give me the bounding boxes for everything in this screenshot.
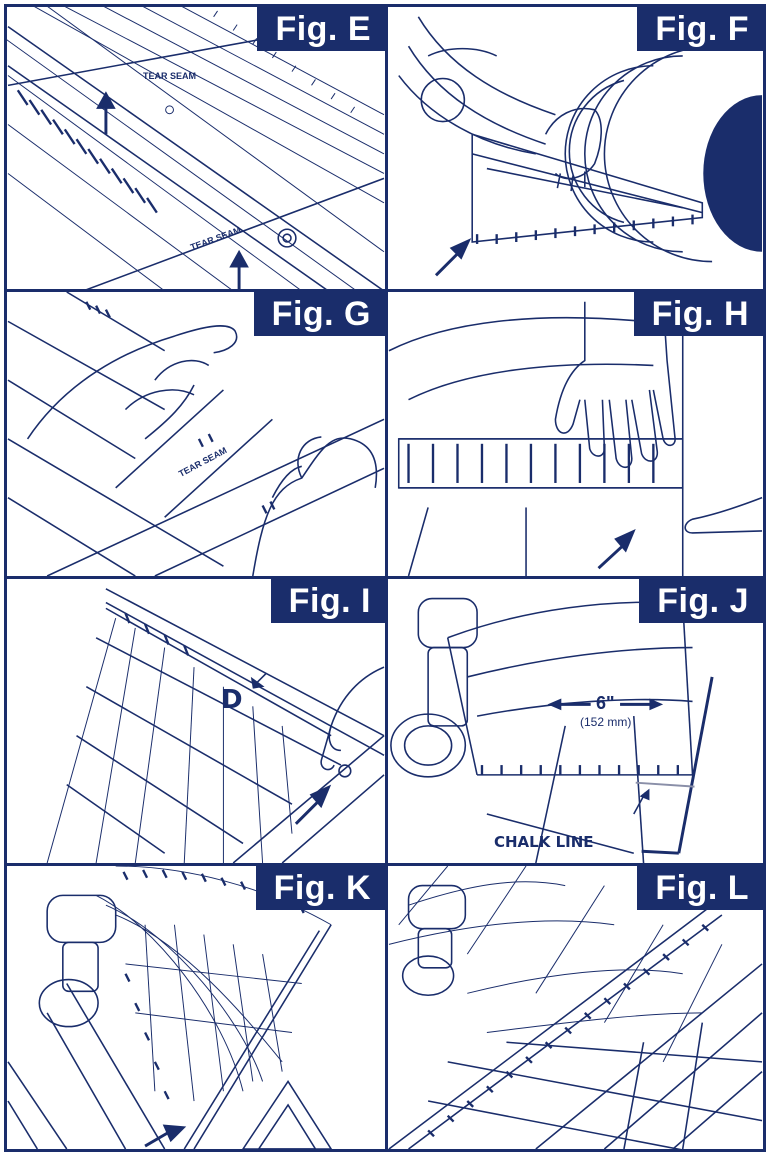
arrow-icon (229, 249, 249, 289)
figure-label: Fig. I (270, 579, 385, 623)
fig-j-illustration (390, 597, 714, 863)
figure-label: Fig. H (633, 292, 763, 336)
hand-icon (684, 496, 763, 534)
hand-icon (544, 107, 602, 192)
nail-gun-icon (38, 894, 117, 1028)
hand-icon (320, 666, 385, 778)
fig-e-illustration (7, 7, 385, 289)
panel-fig-f: Fig. F (385, 4, 766, 292)
panel-fig-l: Fig. L (385, 863, 766, 1152)
fig-l-illustration (388, 866, 763, 1149)
figure-label: Fig. L (637, 866, 763, 910)
panel-fig-g: TEAR SEAM Fig. G (4, 289, 388, 579)
nail-gun-icon (401, 884, 467, 997)
fig-h-illustration (388, 301, 763, 576)
panel-fig-k: Fig. K (4, 863, 388, 1152)
arrow-icon (250, 672, 268, 689)
marker-d-label: D (221, 685, 243, 715)
nail-gun-icon (390, 597, 478, 778)
figure-label: Fig. J (639, 579, 763, 623)
hand-icon (26, 325, 238, 440)
arrow-icon (96, 91, 116, 135)
fig-i-illustration (46, 588, 385, 863)
hand-icon (252, 436, 378, 576)
fig-k-illustration (7, 866, 333, 1149)
figure-label: Fig. E (257, 7, 385, 51)
panel-fig-h: Fig. H (385, 289, 766, 579)
distance-label: 6" (596, 693, 615, 713)
arrow-icon (434, 238, 472, 277)
panel-fig-j: 6" (152 mm) CHALK LINE Fig. J (385, 576, 766, 866)
arrow-icon (597, 528, 636, 570)
arrow-icon (294, 784, 332, 825)
chalk-line-label: CHALK LINE (494, 833, 594, 851)
figure-label: Fig. G (253, 292, 385, 336)
figure-label: Fig. K (255, 866, 385, 910)
fig-f-illustration (398, 16, 763, 277)
tear-seam-label: TEAR SEAM (143, 71, 197, 81)
fig-g-illustration (7, 292, 385, 576)
panel-fig-e: TEAR SEAM TEAR SEAM Fig. E (4, 4, 388, 292)
figure-label: Fig. F (637, 7, 763, 51)
panel-fig-i: D Fig. I (4, 576, 388, 866)
distance-metric-label: (152 mm) (580, 715, 632, 729)
hand-icon (554, 301, 676, 469)
